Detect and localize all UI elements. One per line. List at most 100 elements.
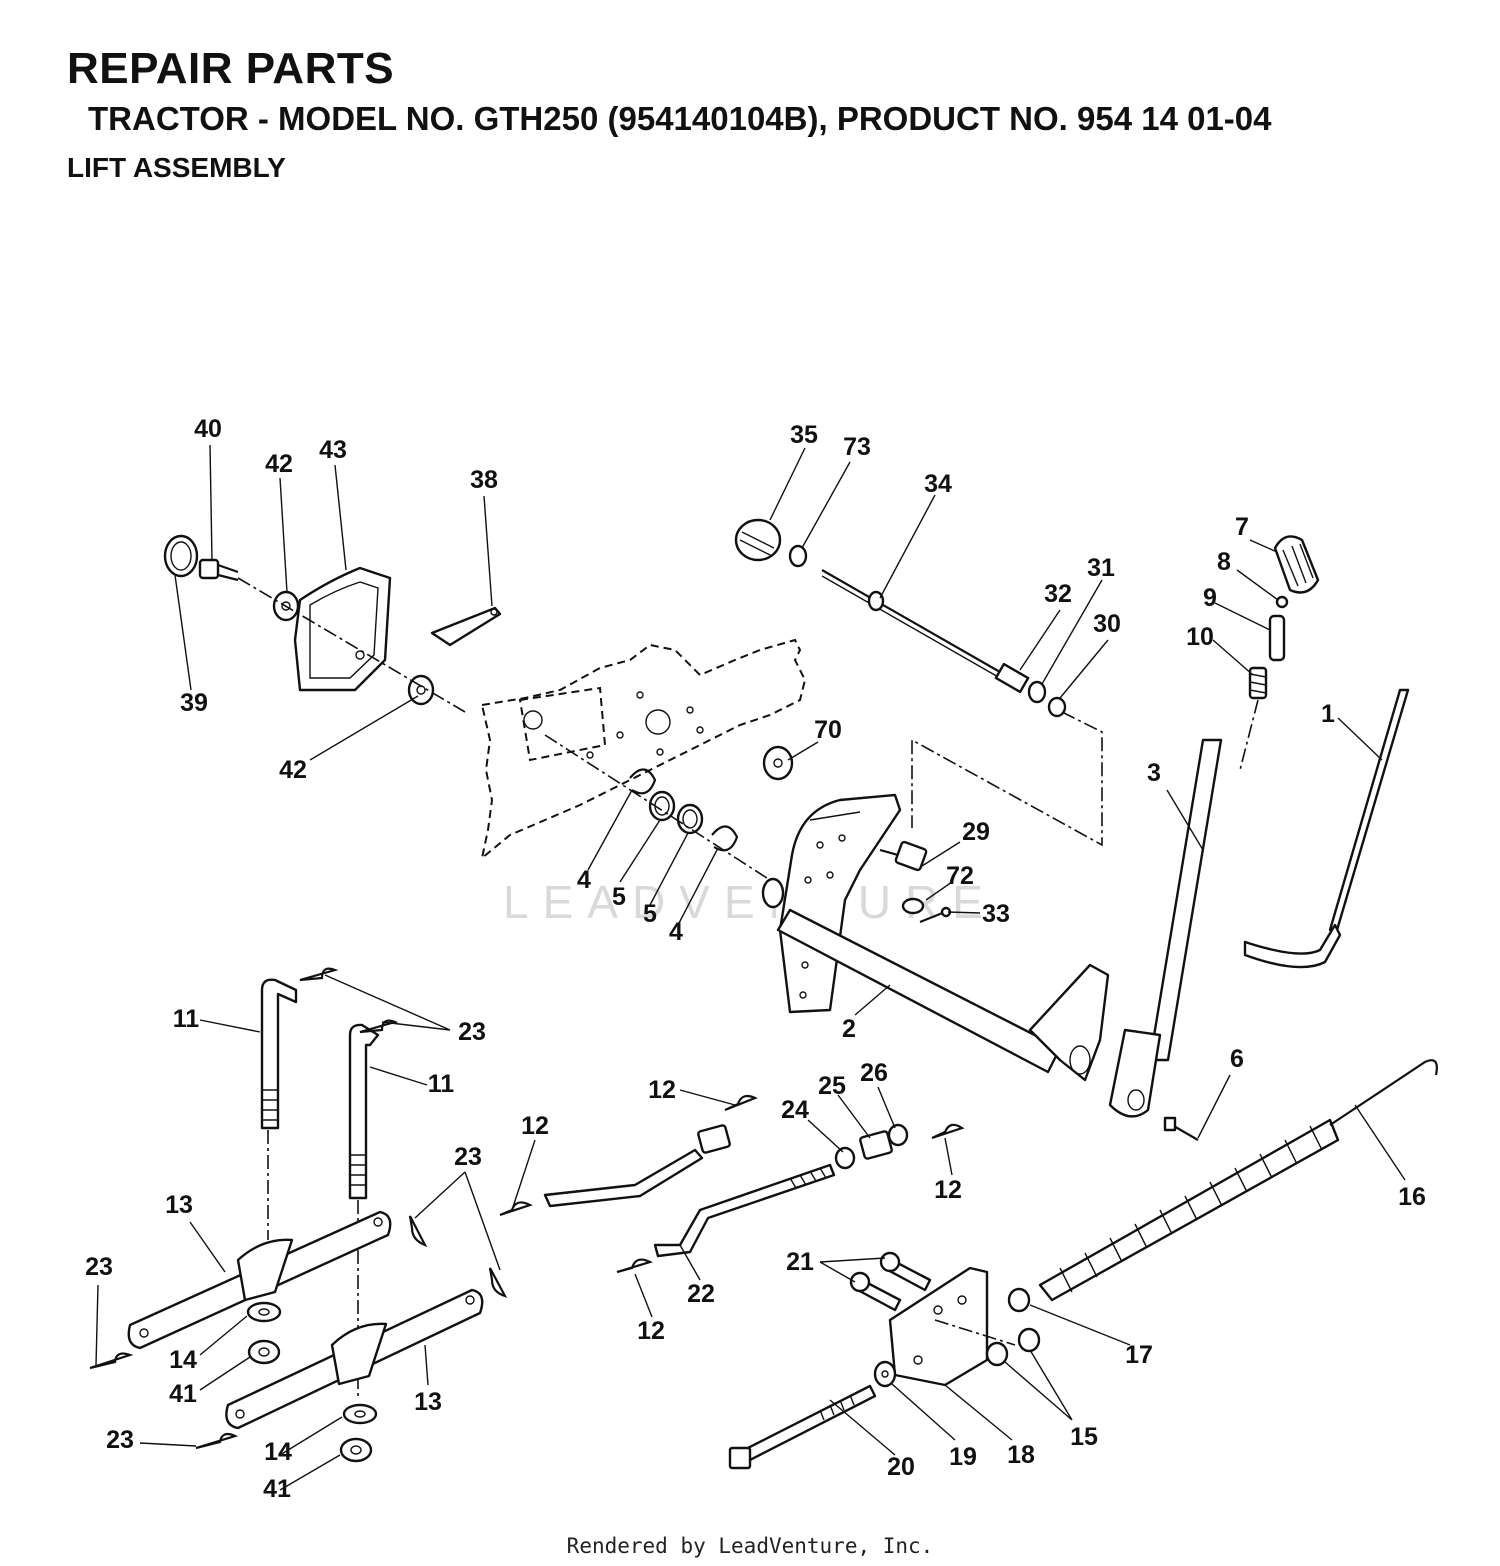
pin-9 (1268, 614, 1286, 662)
lift-knob-39 (163, 534, 199, 578)
callout-23-left: 23 (85, 1253, 113, 1281)
cotter-pin-12-b (724, 1094, 758, 1112)
callout-22: 22 (687, 1280, 715, 1308)
cotter-pin-23-f (195, 1432, 239, 1450)
callout-6: 6 (1230, 1045, 1244, 1073)
callout-8: 8 (1217, 548, 1231, 576)
callout-16: 16 (1398, 1183, 1426, 1211)
cotter-pin-12-a (499, 1201, 533, 1217)
callout-23-mid: 23 (454, 1143, 482, 1171)
model-subtitle: TRACTOR - MODEL NO. GTH250 (954140104B),… (88, 100, 1272, 137)
callout-34: 34 (924, 470, 952, 498)
cotter-pin-23-d (488, 1267, 508, 1298)
callout-2: 2 (842, 1015, 856, 1043)
retaining-ring-4-left (629, 768, 657, 795)
leader-lines (95, 444, 1406, 1491)
callout-29: 29 (962, 818, 990, 846)
callout-38: 38 (470, 466, 498, 494)
callout-5-right: 5 (643, 900, 657, 928)
lift-arm-13-upper (127, 1210, 392, 1350)
trunnion-25 (859, 1130, 893, 1160)
callout-4-left: 4 (577, 866, 591, 894)
cotter-pin-23-b (359, 1019, 399, 1034)
bracket-18 (888, 1266, 989, 1387)
adjuster-rod-34 (821, 569, 1001, 679)
cotter-pin-12-d (616, 1258, 653, 1274)
callout-26: 26 (860, 1059, 888, 1087)
callout-14-lower: 14 (264, 1438, 292, 1466)
callout-24: 24 (781, 1096, 809, 1124)
lift-handle-3 (1108, 738, 1223, 1118)
parts-diagram: LEADVENTURE (85, 415, 1438, 1503)
shaft-axis (544, 734, 771, 881)
cotter-pin-23-c (408, 1215, 428, 1248)
callout-70: 70 (814, 716, 842, 744)
connecting-rod-upper (543, 1124, 731, 1208)
cotter-pin-23-e (89, 1352, 134, 1370)
bracket-axis (934, 1319, 1016, 1346)
callout-73: 73 (843, 433, 871, 461)
callout-labels: 40 42 43 38 39 42 35 73 34 31 32 30 7 8 … (85, 415, 1426, 1503)
lift-rod-1 (1243, 688, 1410, 969)
washer-31 (1027, 680, 1047, 704)
nut-15-a (985, 1341, 1009, 1367)
spring-32 (994, 662, 1030, 694)
handle-cover-43 (293, 566, 392, 692)
washer-72 (901, 897, 925, 915)
lift-link-11-left (260, 978, 298, 1130)
callout-43: 43 (319, 436, 347, 464)
callout-41-upper: 41 (169, 1380, 197, 1408)
callout-20: 20 (887, 1453, 915, 1481)
callout-4-right: 4 (669, 918, 683, 946)
callout-12-right: 12 (934, 1176, 962, 1204)
callout-14-upper: 14 (169, 1346, 197, 1374)
callout-31: 31 (1087, 554, 1115, 582)
washer-19 (873, 1360, 897, 1388)
frame-outline (480, 638, 807, 861)
callout-13-lower: 13 (414, 1388, 442, 1416)
callout-21: 21 (786, 1248, 814, 1276)
pivot-29 (879, 840, 928, 872)
callout-25: 25 (818, 1072, 846, 1100)
spring-10 (1248, 666, 1268, 700)
callout-1: 1 (1321, 700, 1335, 728)
clip-38 (430, 606, 502, 647)
nut-41-lower (339, 1437, 373, 1463)
lift-arm-13-lower (225, 1288, 484, 1430)
washer-14-lower (342, 1403, 378, 1425)
callout-17: 17 (1125, 1341, 1153, 1369)
ball-8 (1275, 595, 1289, 609)
callout-12-left: 12 (521, 1112, 549, 1140)
callout-42-bottom: 42 (279, 756, 307, 784)
retaining-ring-4-right (711, 825, 739, 852)
callout-12-top: 12 (648, 1076, 676, 1104)
callout-72: 72 (946, 862, 974, 890)
nut-17 (1007, 1287, 1031, 1313)
nut-26 (887, 1123, 909, 1147)
callout-12-bottom: 12 (637, 1317, 665, 1345)
nut-73 (788, 544, 808, 568)
washer-14-upper (246, 1301, 282, 1323)
nut-41-upper (247, 1339, 281, 1365)
washer-70 (762, 745, 794, 781)
callout-19: 19 (949, 1443, 977, 1471)
assembly-axis-left (237, 577, 466, 713)
spring-16 (1038, 1059, 1438, 1302)
footer-credit: Rendered by LeadVenture, Inc. (566, 1534, 934, 1558)
callout-40: 40 (194, 415, 222, 443)
watermark: LEADVENTURE (503, 876, 997, 928)
callout-23-bottom: 23 (106, 1426, 134, 1454)
callout-42-top: 42 (265, 450, 293, 478)
bolts-21 (849, 1251, 932, 1312)
callout-35: 35 (790, 421, 818, 449)
callout-5-left: 5 (612, 883, 626, 911)
adjuster-knob-35 (734, 518, 782, 562)
cotter-pin-12-c (931, 1123, 965, 1140)
callout-7: 7 (1235, 513, 1249, 541)
handle-grip-7 (1273, 535, 1320, 594)
lift-shaft-2 (761, 793, 1110, 1082)
callout-39: 39 (180, 689, 208, 717)
adjuster-bracket-path (911, 711, 1103, 847)
lift-link-11-right (348, 1023, 380, 1200)
callout-41-lower: 41 (263, 1475, 291, 1503)
